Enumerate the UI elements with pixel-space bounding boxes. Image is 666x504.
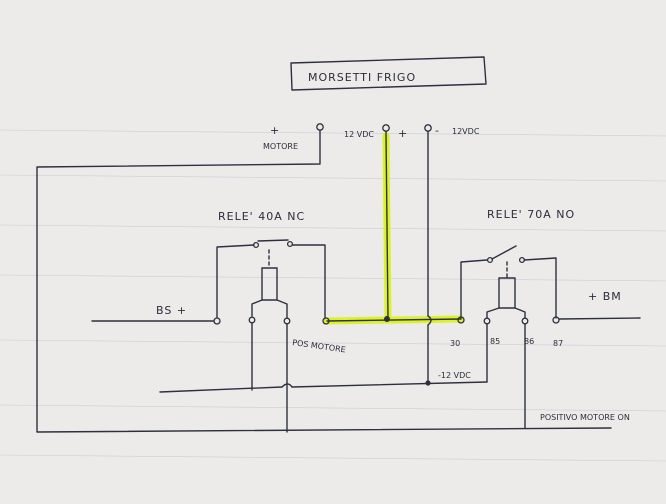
pin-85-label: 85 — [490, 337, 500, 346]
v12-plus-sign: + — [398, 127, 408, 140]
relay-nc-left-lead — [216, 244, 255, 319]
relay-nc-output-label: POS MOTORE — [292, 338, 346, 354]
relay-no-pin-87 — [552, 316, 560, 324]
relay-nc-output-terminal — [322, 317, 330, 325]
bm-output-wire — [558, 317, 641, 320]
pin-87-label: 87 — [553, 339, 563, 348]
ground-junction-dot — [425, 380, 431, 386]
ground-bus-left — [159, 386, 283, 393]
relay-nc-right-lead — [291, 244, 326, 319]
relay-no-switch-blade — [491, 245, 517, 260]
relay-nc-switch-blade — [257, 239, 289, 242]
pin-30-label: 30 — [450, 339, 460, 348]
relay-no-output-label: + BM — [588, 290, 622, 303]
relay-no-coil-lead-right — [514, 307, 526, 319]
relay-nc-contact-b — [286, 240, 294, 248]
relay-no: RELE' 70A NO 30 85 86 87 + BM -12 VDC PO… — [438, 208, 641, 429]
relay-nc-coil — [261, 267, 278, 301]
relay-nc-coil-terminal-right — [283, 317, 291, 325]
relay-nc-input-label: BS + — [156, 304, 187, 317]
relay-no-pin-86 — [521, 317, 529, 325]
top-terminals: + MOTORE 12 VDC + - 12VDC — [263, 123, 480, 151]
relay-no-contact-a — [486, 256, 494, 264]
v12-wire — [385, 131, 389, 320]
supply-bus-wire — [326, 318, 462, 322]
title-frame — [290, 56, 487, 91]
motor-plus-sign: + — [270, 124, 280, 137]
title-box: MORSETTI FRIGO — [290, 56, 487, 91]
motor-return-wire — [36, 130, 612, 433]
relay-no-label: RELE' 70A NO — [487, 208, 575, 221]
relay-no-coil-lead-left — [486, 307, 500, 319]
relay-nc-coil-lead-left — [251, 299, 263, 317]
motor-terminal-label: MOTORE — [263, 142, 298, 151]
paper-ruling — [0, 129, 666, 462]
relay-nc-contact-a — [252, 241, 260, 249]
relay-nc-coil-lead-right — [276, 299, 288, 319]
relay-no-coil — [498, 277, 516, 309]
relay-no-right-lead — [523, 257, 557, 319]
negative-wire-hop — [427, 315, 432, 326]
relay-no-pin-30 — [457, 316, 465, 324]
relay-no-left-lead — [460, 259, 488, 319]
relay-nc: RELE' 40A NC BS + POS MOTORE — [91, 210, 346, 433]
relay-nc-coil-terminal-left — [248, 316, 256, 324]
negative-terminal-label: 12VDC — [452, 127, 480, 136]
relay-nc-input-terminal — [213, 317, 221, 325]
v12-label: 12 VDC — [344, 130, 374, 139]
junction-dot — [384, 316, 390, 322]
pin-86-label: 86 — [524, 337, 534, 346]
v12-positive-terminal — [382, 124, 390, 132]
v12-negative-terminal — [424, 124, 432, 132]
diagram-title: MORSETTI FRIGO — [308, 71, 416, 84]
motor-terminal — [316, 123, 324, 131]
positivo-motore-label: POSITIVO MOTORE ON — [540, 413, 630, 422]
relay-nc-label: RELE' 40A NC — [218, 210, 305, 223]
ground-bus-right — [291, 381, 488, 388]
main-wires — [36, 130, 612, 433]
relay-no-pin-85 — [483, 317, 491, 325]
ground-label: -12 VDC — [438, 371, 471, 380]
negative-sign: - — [435, 124, 440, 137]
